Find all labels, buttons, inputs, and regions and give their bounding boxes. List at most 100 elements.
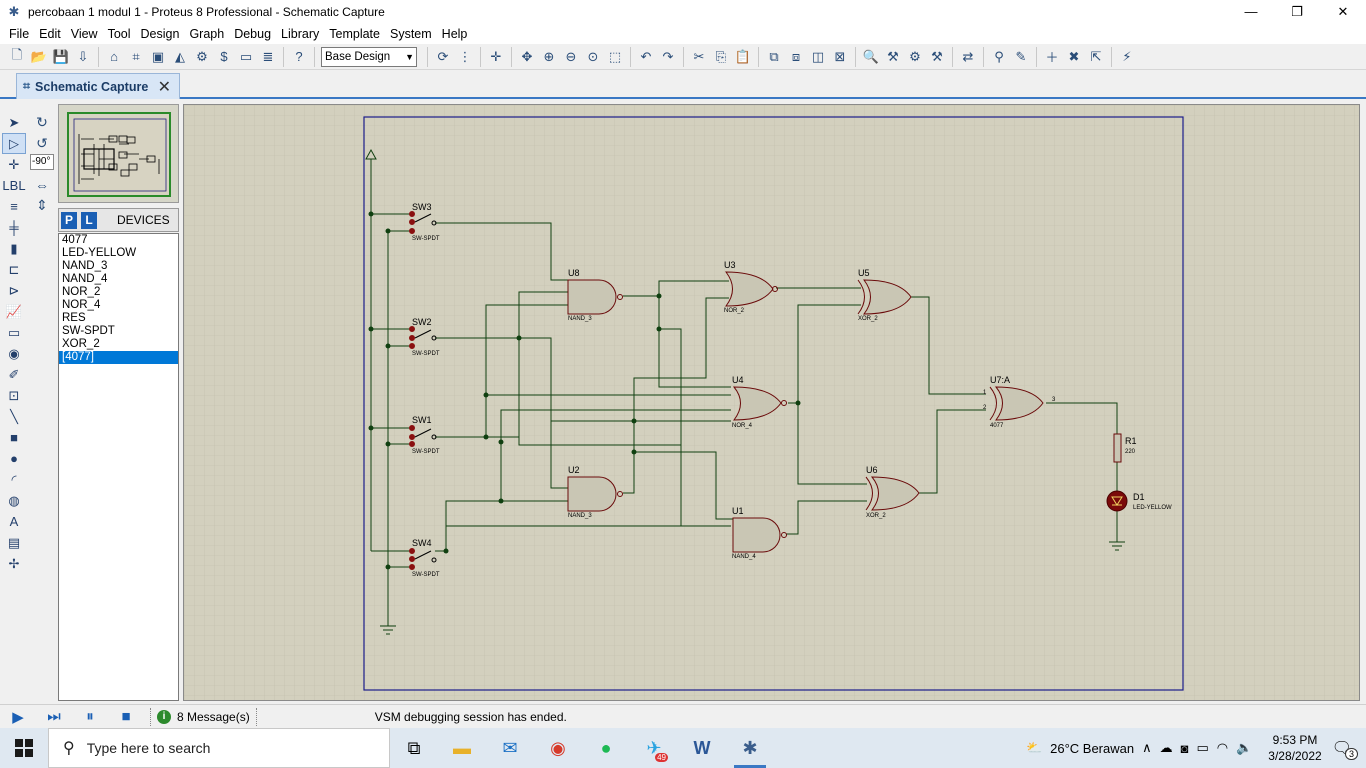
rotate-anticlockwise-icon[interactable]: ↺ [36,135,48,151]
device-item[interactable]: NAND_3 [62,260,108,272]
help-icon[interactable]: ? [295,49,303,64]
play-icon[interactable]: ▶ [12,708,24,726]
rotate-clockwise-icon[interactable]: ↻ [36,114,48,130]
message-count[interactable]: 8 Message(s) [177,709,250,724]
bom-icon[interactable]: $ [220,49,228,64]
clock[interactable]: 9:53 PM 3/28/2022 [1268,732,1321,764]
device-item[interactable]: SW-SPDT [62,325,115,337]
device-item[interactable]: NOR_2 [62,286,101,298]
menu-file[interactable]: File [9,27,30,41]
pick-device-icon[interactable]: 🔍 [862,48,880,64]
zoom-out-icon[interactable]: ⊖ [565,48,577,64]
file-explorer-icon[interactable]: ▬ [453,737,471,758]
pick-devices-button[interactable]: P [61,211,77,229]
open-folder-icon[interactable]: 📂 [30,48,48,64]
text-icon[interactable]: A [9,514,19,529]
notification-icon[interactable]: 🗨 3 [1332,738,1358,760]
close-button[interactable]: ✕ [1337,4,1349,19]
netlist-icon[interactable]: ⚡ [1122,48,1132,64]
menu-view[interactable]: View [70,27,98,41]
property-tool-icon[interactable]: ✎ [1015,48,1027,64]
delete-sheet-icon[interactable]: ✖ [1068,48,1080,64]
paste-icon[interactable]: 📋 [734,48,752,64]
stop-icon[interactable]: ■ [121,708,131,725]
save-icon[interactable]: 💾 [52,48,70,64]
block-copy-icon[interactable]: ⧉ [769,48,779,64]
overview-window[interactable] [58,104,179,203]
chevron-up-icon[interactable]: ∧ [1142,740,1152,755]
menu-graph[interactable]: Graph [189,27,225,41]
minimize-button[interactable]: — [1244,4,1258,19]
component-mode-icon[interactable]: ▷ [2,133,26,154]
wire-autorouter-icon[interactable]: ⇄ [962,48,974,64]
mirror-horizontal-icon[interactable]: ⇔ [35,176,49,193]
menu-help[interactable]: Help [441,27,468,41]
device-item-selected[interactable]: [4077] [59,351,178,364]
mail-icon[interactable]: ✉ [502,737,518,758]
line-icon[interactable]: ╲ [10,408,18,424]
symbol-icon[interactable]: ▤ [7,534,21,550]
device-item[interactable]: RES [62,312,86,324]
close-tab-icon[interactable]: ✕ [157,79,171,96]
menu-tool[interactable]: Tool [107,27,131,41]
mirror-vertical-icon[interactable]: ⇕ [36,197,48,213]
redo-icon[interactable]: ↷ [662,48,674,64]
arc-icon[interactable]: ◜ [11,471,17,487]
device-pin-icon[interactable]: ⊳ [8,282,20,298]
decompose-icon[interactable]: ⚒ [931,48,943,64]
pan-icon[interactable]: ✥ [521,48,533,64]
import-icon[interactable]: ⇩ [77,48,89,64]
block-move-icon[interactable]: ⧈ [791,48,801,64]
zoom-area-icon[interactable]: ⬚ [608,48,622,64]
block-delete-icon[interactable]: ⊠ [834,48,846,64]
selection-mode-icon[interactable]: ➤ [8,114,20,130]
volume-icon[interactable]: 🔈 [1236,740,1253,755]
virtual-instrument-icon[interactable]: ⊡ [8,387,20,403]
block-rotate-icon[interactable]: ◫ [811,48,825,64]
path-icon[interactable]: ◍ [8,492,20,508]
new-file-icon[interactable]: 🗋 [11,46,23,62]
box-icon[interactable]: ■ [10,430,18,445]
menu-edit[interactable]: Edit [39,27,61,41]
new-sheet-icon[interactable]: ＋ [1045,50,1059,65]
cut-icon[interactable]: ✂ [693,48,705,64]
restore-button[interactable]: ❐ [1291,4,1303,19]
undo-icon[interactable]: ↶ [640,48,652,64]
subcircuit-icon[interactable]: ▮ [10,240,18,256]
word-icon[interactable]: W [693,737,711,758]
make-device-icon[interactable]: ⚒ [887,48,899,64]
design-variant-select[interactable]: Base Design ▼ [321,46,417,67]
junction-dot-icon[interactable]: ✛ [8,156,20,172]
rotation-angle-field[interactable]: -90° [30,154,54,170]
chrome-icon[interactable]: ◉ [550,737,566,758]
schematic-icon[interactable]: ⌗ [132,48,140,64]
notes-icon[interactable]: ≣ [262,48,274,64]
terminal-icon[interactable]: ⊏ [8,261,20,277]
voltage-probe-icon[interactable]: ✐ [8,366,20,382]
circle-icon[interactable]: ● [10,451,18,466]
menu-design[interactable]: Design [140,27,180,41]
overview-viewport[interactable] [67,112,171,197]
zoom-all-icon[interactable]: ⊙ [587,48,599,64]
camera-icon[interactable]: ◙ [1180,740,1189,756]
menu-library[interactable]: Library [281,27,320,41]
tape-recorder-icon[interactable]: ▭ [7,324,21,340]
marker-icon[interactable]: ✢ [8,555,20,571]
copy-icon[interactable]: ⎘ [715,48,727,64]
graph-icon[interactable]: 📈 [5,303,23,319]
device-item[interactable]: NOR_4 [62,299,101,311]
bus-icon[interactable]: ╪ [9,220,19,235]
menu-system[interactable]: System [389,27,432,41]
pause-icon[interactable]: ⏸ [86,708,94,725]
wifi-icon[interactable]: ◠ [1216,740,1229,755]
vertical-scrollbar[interactable] [1360,104,1366,701]
pcb-icon[interactable]: ▣ [151,48,165,64]
text-script-icon[interactable]: ≡ [10,199,18,214]
tab-schematic-capture[interactable]: ⌗ Schematic Capture ✕ [16,73,180,99]
grid-icon[interactable]: ⋮ [458,48,472,64]
schematic-canvas[interactable]: SW3 SW-SPDT SW2 SW-SPDT SW1 SW-SPDT SW4 … [183,104,1360,701]
device-item[interactable]: XOR_2 [62,338,100,350]
device-item[interactable]: NAND_4 [62,273,108,285]
device-item[interactable]: LED-YELLOW [62,247,137,259]
goto-sheet-icon[interactable]: ⇱ [1090,48,1102,64]
